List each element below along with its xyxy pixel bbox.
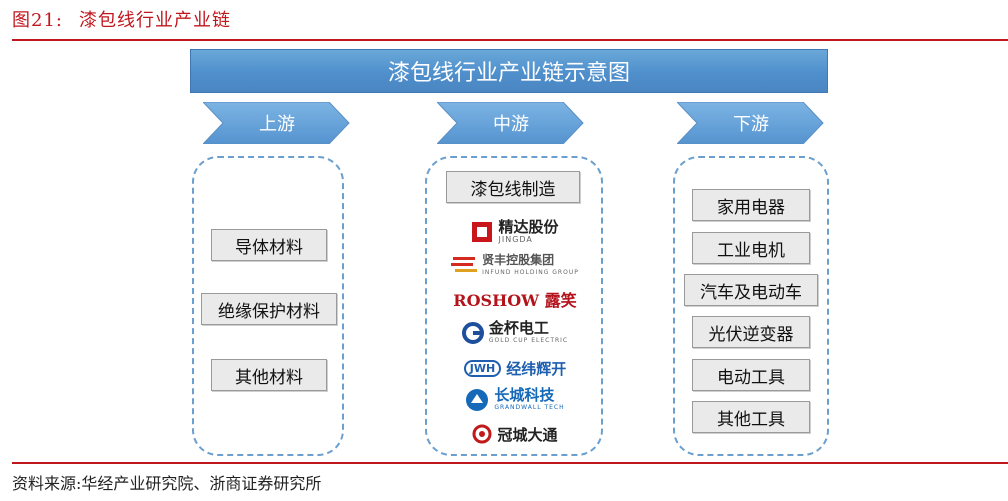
top-divider [12, 39, 1008, 41]
xianfeng-logo-icon [451, 257, 478, 272]
logo-name: 精达股份 [498, 218, 559, 236]
company-logo-jwh: JWH 经纬辉开 [440, 355, 590, 381]
jwh-logo-icon: JWH [463, 359, 502, 377]
upstream-chevron: 上游 [203, 102, 351, 144]
guancheng-logo-icon [472, 424, 492, 444]
jinbei-logo-icon [461, 322, 484, 344]
logo-name: 长城科技 [494, 386, 555, 404]
midstream-header: 漆包线制造 [446, 171, 580, 203]
upstream-item: 绝缘保护材料 [201, 293, 337, 325]
downstream-item: 汽车及电动车 [684, 274, 818, 306]
bottom-divider [12, 462, 1008, 464]
logo-sub: GRANDWALL TECH [494, 404, 565, 411]
figure-title: 图21: 漆包线行业产业链 [12, 6, 231, 32]
company-logo-guancheng: 冠城大通 [440, 421, 590, 447]
logo-sub: JINGDA [498, 235, 533, 244]
company-logo-xianfeng: 贤丰控股集团 INFUND HOLDING GROUP [440, 252, 590, 278]
upstream-column [192, 156, 344, 456]
logo-sub: GOLD CUP ELECTRIC [488, 337, 569, 344]
diagram-banner: 漆包线行业产业链示意图 [190, 49, 828, 93]
source-note: 资料来源:华经产业研究院、浙商证券研究所 [12, 474, 322, 493]
figure-title-text: 漆包线行业产业链 [78, 10, 231, 31]
downstream-item: 家用电器 [692, 189, 810, 221]
downstream-item: 工业电机 [692, 232, 810, 264]
downstream-column [673, 156, 829, 456]
jingda-logo-icon [472, 222, 493, 242]
logo-name: 贤丰控股集团 [482, 253, 555, 267]
upstream-label: 上游 [259, 114, 295, 135]
midstream-column [425, 156, 603, 456]
downstream-item: 光伏逆变器 [692, 316, 810, 348]
downstream-item: 其他工具 [692, 401, 810, 433]
logo-name: 经纬辉开 [506, 359, 567, 378]
midstream-chevron: 中游 [437, 102, 585, 144]
downstream-label: 下游 [733, 114, 769, 135]
downstream-item: 电动工具 [692, 359, 810, 391]
changcheng-logo-icon [466, 389, 489, 411]
upstream-item: 导体材料 [211, 229, 327, 261]
logo-name: 冠城大通 [497, 425, 558, 444]
midstream-label: 中游 [493, 114, 529, 135]
figure-number: 图21: [12, 10, 63, 31]
logo-name: ROSHOW 露笑 [453, 291, 577, 310]
upstream-item: 其他材料 [211, 359, 327, 391]
logo-sub: INFUND HOLDING GROUP [482, 269, 579, 276]
downstream-chevron: 下游 [677, 102, 825, 144]
logo-name: 金杯电工 [488, 319, 549, 337]
company-logo-roshow: ROSHOW 露笑 [440, 286, 590, 312]
